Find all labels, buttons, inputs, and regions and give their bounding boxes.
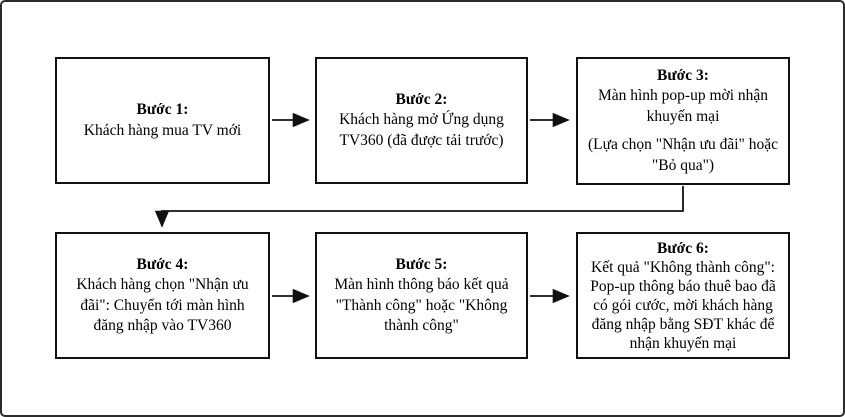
step-4-title: Bước 4: [136,255,189,273]
step-1-description: Khách hàng mua TV mới [83,121,242,139]
step-2-description: Khách hàng mở Ứng dụng TV360 (đã được tả… [339,111,504,149]
step-2-title: Bước 2: [395,90,448,108]
arrow-step3-to-step4 [154,186,684,228]
step-6-description: Kết quả "Không thành công": Pop-up thông… [590,258,776,352]
step-3-title: Bước 3: [657,66,709,84]
step-5-description: Màn hình thông báo kết quả "Thành công" … [334,276,509,334]
flow-box-step-1: Bước 1: Khách hàng mua TV mới [55,57,270,184]
flow-box-step-3: Bước 3: Màn hình pop-up mời nhận khuyến … [576,57,790,185]
flow-box-step-2: Bước 2: Khách hàng mở Ứng dụng TV360 (đã… [315,57,528,184]
step-1-title: Bước 1: [136,101,189,118]
step-3-description: Màn hình pop-up mời nhận khuyến mại [597,87,769,125]
flow-box-step-5: Bước 5: Màn hình thông báo kết quả "Thàn… [315,232,528,359]
step-6-title: Bước 6: [657,239,709,257]
step-5-title: Bước 5: [395,255,448,273]
step-3-note: (Lựa chọn "Nhận ưu đãi" hoặc "Bỏ qua") [588,136,778,174]
flow-box-step-6: Bước 6: Kết quả "Không thành công": Pop-… [576,232,790,359]
flow-box-step-4: Bước 4: Khách hàng chọn "Nhận ưu đãi": C… [55,232,270,359]
step-4-description: Khách hàng chọn "Nhận ưu đãi": Chuyển tớ… [76,276,249,334]
